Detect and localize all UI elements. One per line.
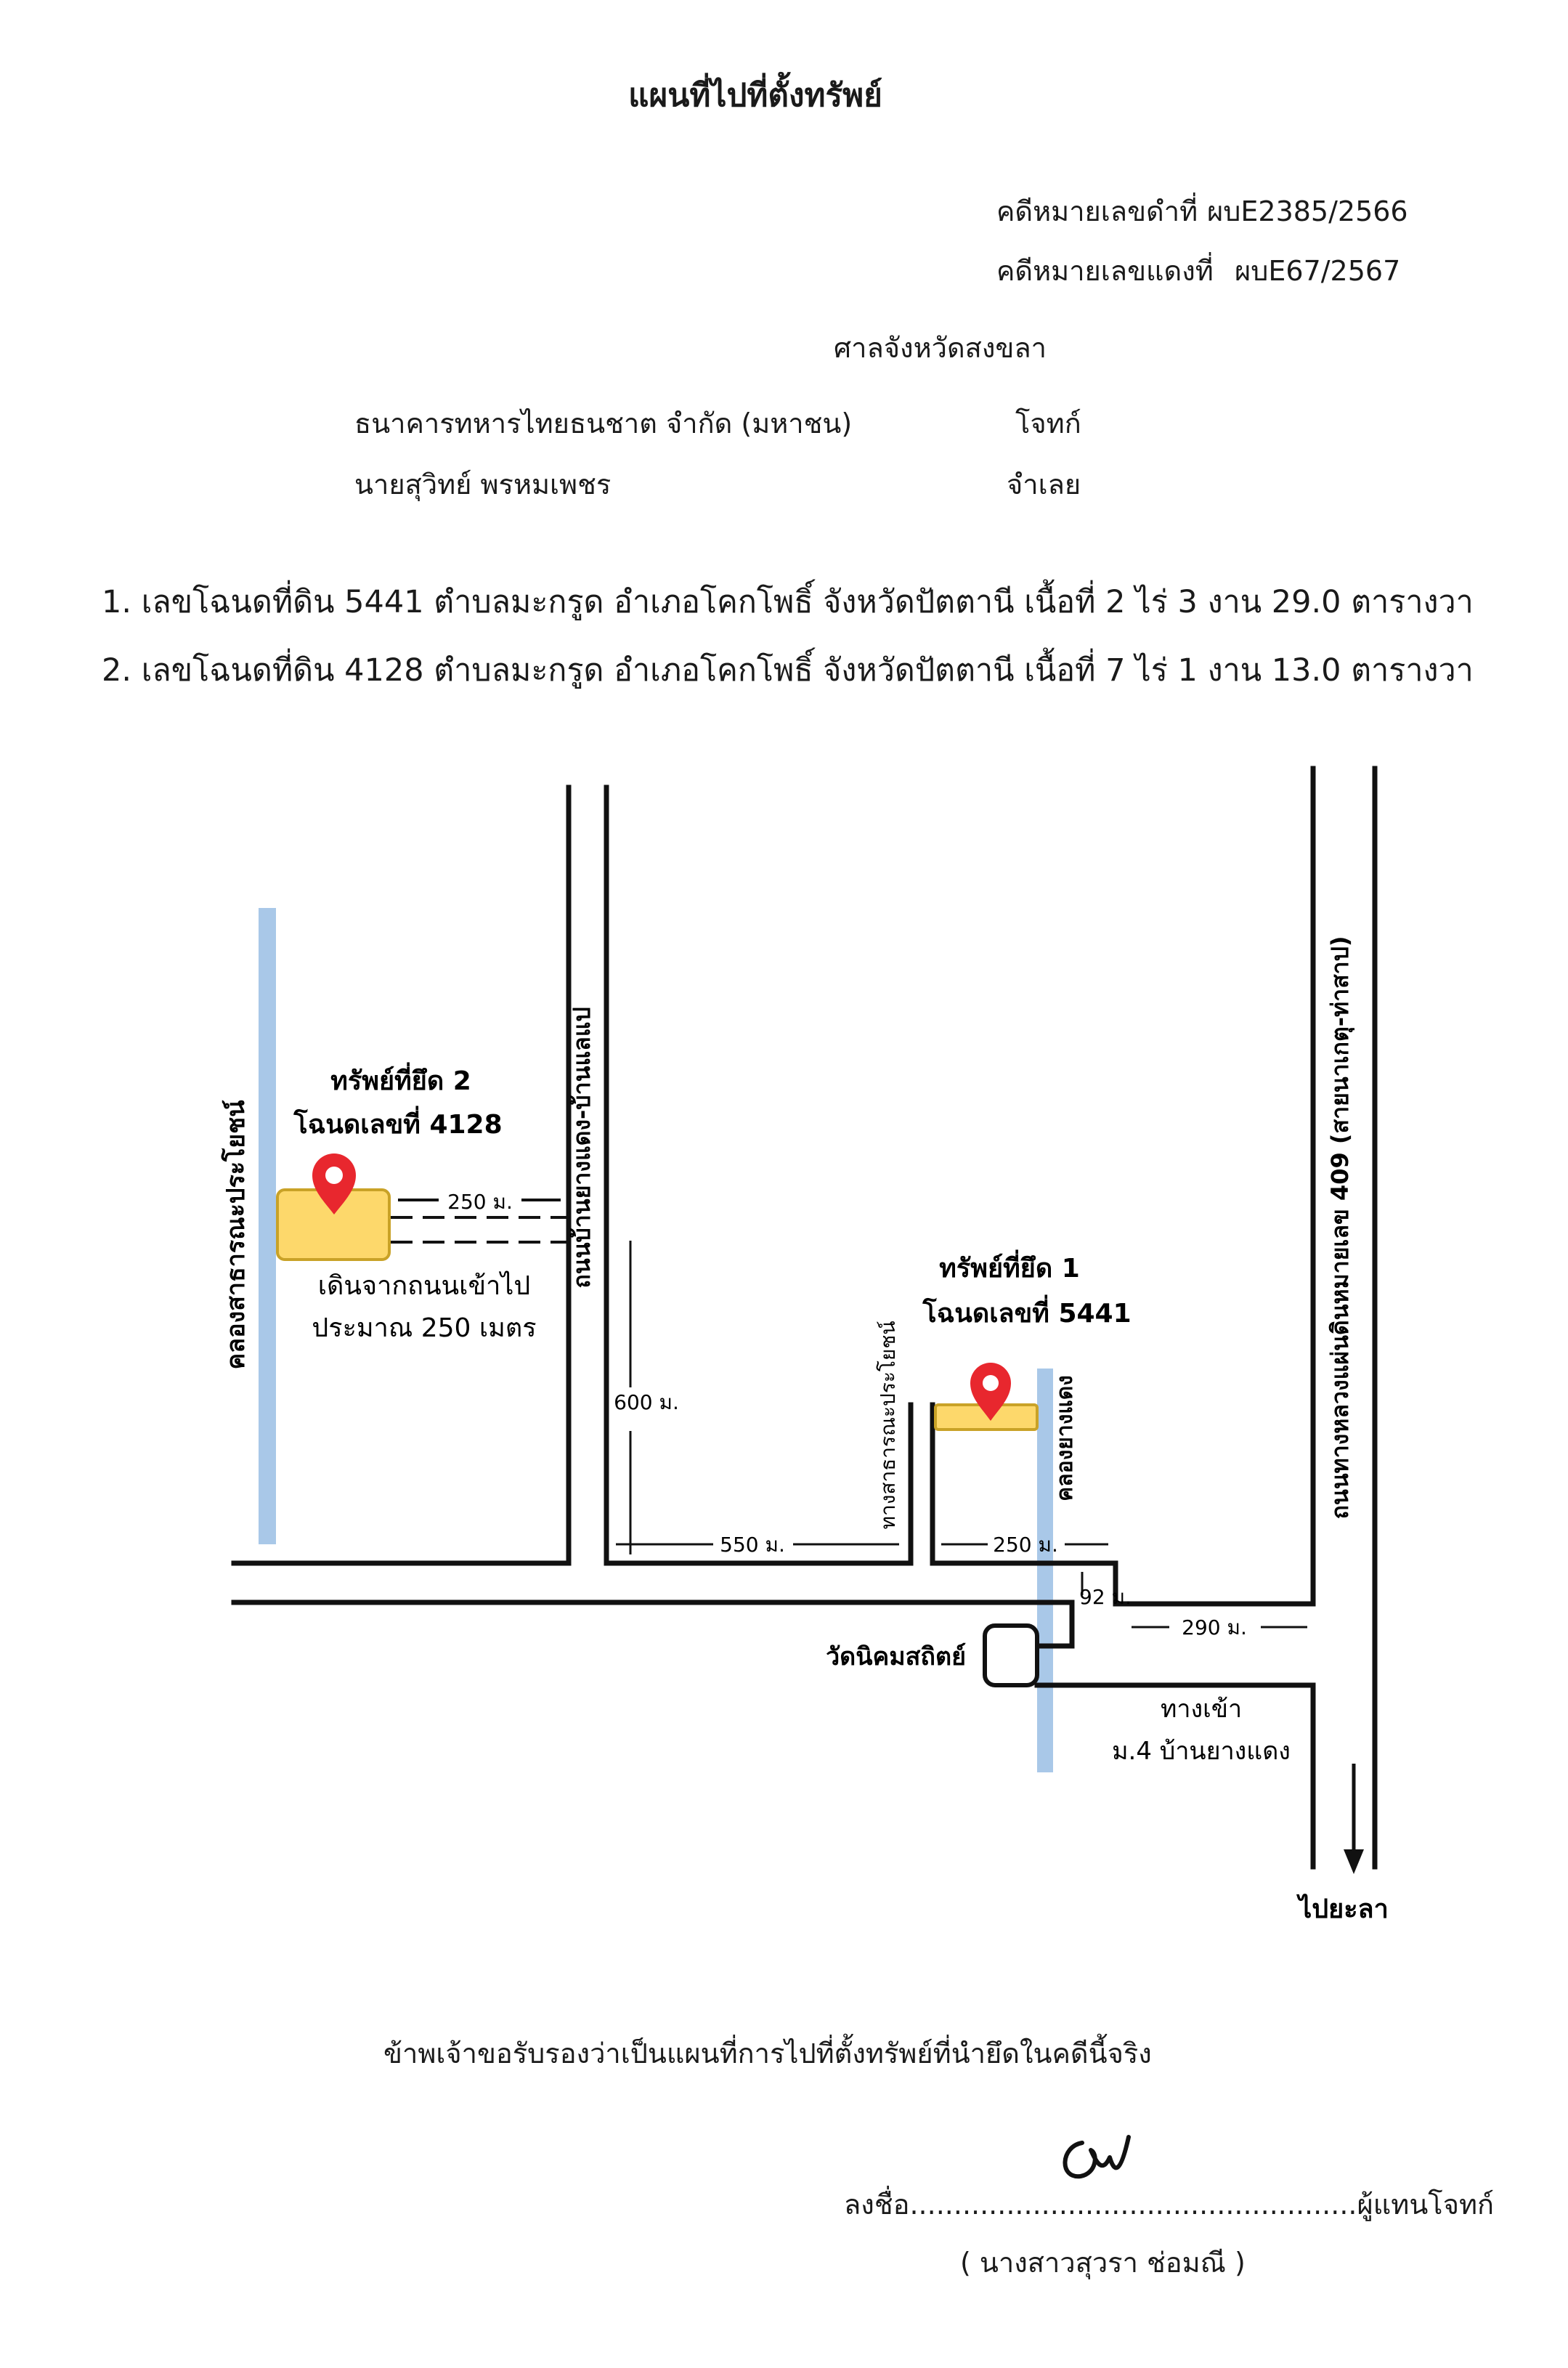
distance-550: 550 ม. — [720, 1533, 785, 1557]
measure-lines — [616, 1241, 1307, 1629]
distance-92: 92 ม. — [1079, 1585, 1132, 1609]
defendant-name: นายสุวิทย์ พรหมเพชร — [354, 469, 612, 500]
sign-dots: ........................................… — [909, 2189, 1357, 2221]
public-path-label: ทางสาธารณะประโยชน์ — [876, 1321, 900, 1529]
to-yala-arrow-icon — [1344, 1764, 1364, 1874]
canal-left-label: คลองสาธารณะประโยชน์ — [221, 1100, 251, 1369]
property-2-title: ทรัพย์ที่ยึด 2 — [330, 1062, 471, 1096]
property-2-deed: โฉนดเลขที่ 4128 — [293, 1106, 502, 1140]
black-case-number: ผบE2385/2566 — [1207, 195, 1408, 227]
highway-409-label: ถนนทางหลวงแผ่นดินหมายเลข 409 (สายนาเกตุ-… — [1326, 936, 1355, 1519]
property-2-note-2: ประมาณ 250 เมตร — [312, 1313, 536, 1343]
temple-label: วัดนิคมสถิตย์ — [826, 1642, 966, 1671]
property-1-title: ทรัพย์ที่ยึด 1 — [939, 1249, 1080, 1284]
property-2-note-1: เดินจากถนนเข้าไป — [318, 1270, 531, 1301]
map-pin-icon — [312, 1153, 356, 1215]
distance-250-b: 250 ม. — [993, 1533, 1058, 1557]
black-case-label: คดีหมายเลขดำที่ — [996, 195, 1198, 227]
temple-marker — [983, 1623, 1039, 1687]
roads — [231, 766, 1378, 1870]
entrance-label-1: ทางเข้า — [1161, 1695, 1242, 1724]
canal-yang-daeng-label: คลองยางแดง — [1052, 1375, 1078, 1501]
main-road-top-right — [930, 766, 1316, 1607]
defendant-role: จำเลย — [1007, 469, 1081, 500]
main-road-bottom — [231, 1599, 1075, 1649]
to-yala-label: ไปยะลา — [1296, 1893, 1389, 1924]
plaintiff-name: ธนาคารทหารไทยธนชาต จำกัด (มหาชน) — [354, 407, 853, 439]
canal-yang-daeng — [1037, 1369, 1053, 1772]
distance-600: 600 ม. — [614, 1390, 679, 1414]
signer-name: ( นางสาวสุวรา ช่อมณี ) — [960, 2247, 1246, 2279]
sign-line: ลงชื่อ..................................… — [844, 2182, 1494, 2226]
distance-290: 290 ม. — [1182, 1615, 1247, 1639]
sign-prefix: ลงชื่อ — [844, 2189, 910, 2221]
main-road-top-mid — [604, 1402, 914, 1566]
property-2-distance: 250 ม. — [447, 1190, 513, 1214]
page-title: แผนที่ไปที่ตั้งทรัพย์ — [628, 77, 882, 114]
entrance-label-2: ม.4 บ้านยางแดง — [1112, 1737, 1291, 1766]
road-baen-plae-label: ถนนบ้านยางแดง-บ้านแลแป — [568, 1007, 596, 1288]
court-name: ศาลจังหวัดสงขลา — [834, 332, 1047, 364]
property-list-item-2: 2. เลขโฉนดที่ดิน 4128 ตำบลมะกรูด อำเภอโค… — [102, 652, 1474, 689]
property-list-item-1: 1. เลขโฉนดที่ดิน 5441 ตำบลมะกรูด อำเภอโค… — [102, 584, 1474, 620]
red-case-number: ผบE67/2567 — [1235, 255, 1401, 287]
sign-suffix: ผู้แทนโจทก์ — [1357, 2189, 1495, 2221]
plaintiff-role: โจทก์ — [1015, 407, 1081, 439]
certification-text: ข้าพเจ้าขอรับรองว่าเป็นแผนที่การไปที่ตั้… — [383, 2037, 1152, 2069]
public-canal-left — [259, 908, 276, 1544]
map-pin-icon — [970, 1363, 1011, 1421]
red-case-label: คดีหมายเลขแดงที่ — [996, 255, 1214, 287]
signature — [1063, 2135, 1131, 2179]
walking-path — [391, 1199, 569, 1244]
property-1-deed: โฉนดเลขที่ 5441 — [922, 1294, 1131, 1329]
